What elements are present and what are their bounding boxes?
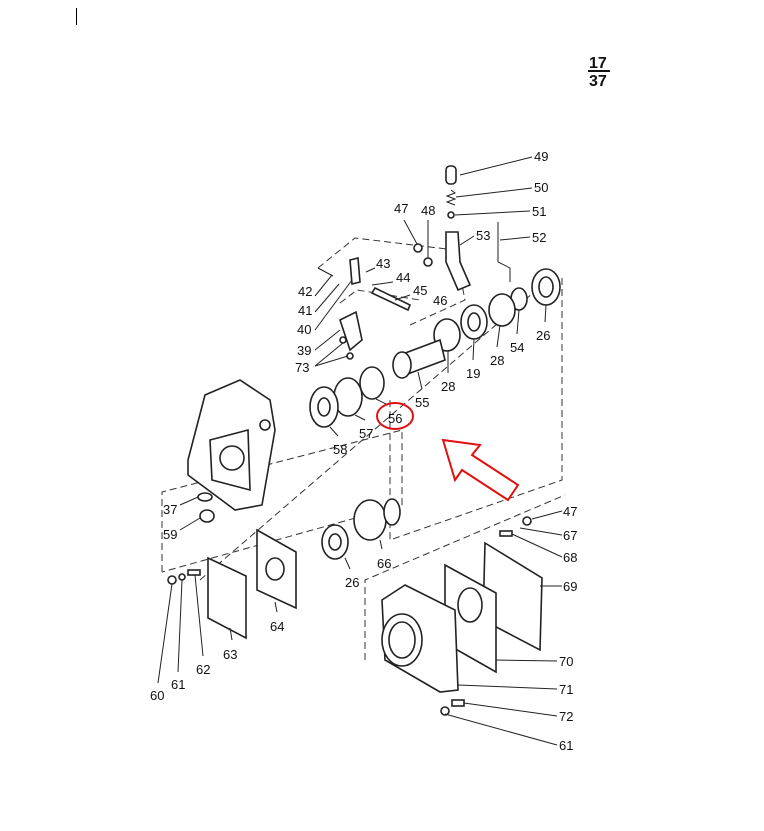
part-label: 41 — [298, 303, 312, 318]
part-label: 53 — [476, 228, 490, 243]
part-label: 45 — [413, 283, 427, 298]
part-label: 47 — [563, 504, 577, 519]
part-label: 61 — [171, 677, 185, 692]
part-label: 70 — [559, 654, 573, 669]
part-label: 49 — [534, 149, 548, 164]
part-label: 28 — [490, 353, 504, 368]
part-labels: 49 50 51 52 53 47 48 43 44 42 45 41 46 4… — [150, 149, 577, 753]
part-label: 55 — [415, 395, 429, 410]
part-label: 59 — [163, 527, 177, 542]
part-label: 19 — [466, 366, 480, 381]
gearbox-housing — [187, 379, 276, 511]
page-total: 37 — [589, 73, 607, 90]
page-number: 17 — [589, 55, 607, 72]
part-label: 68 — [563, 550, 577, 565]
part-label: 62 — [196, 662, 210, 677]
leader-lines — [157, 156, 563, 746]
part-label: 57 — [359, 426, 373, 441]
part-label: 67 — [563, 528, 577, 543]
part-label: 44 — [396, 270, 410, 285]
part-label: 64 — [270, 619, 284, 634]
part-label: 54 — [510, 340, 524, 355]
part-label: 46 — [433, 293, 447, 308]
part-label: 58 — [333, 442, 347, 457]
part-label: 28 — [441, 379, 455, 394]
lower-right-parts — [381, 516, 543, 716]
lower-left-parts — [167, 492, 401, 640]
part-label: 72 — [559, 709, 573, 724]
part-label: 69 — [563, 579, 577, 594]
part-label: 51 — [532, 204, 546, 219]
part-label: 63 — [223, 647, 237, 662]
part-label: 43 — [376, 256, 390, 271]
highlight-circle-56 — [376, 402, 414, 430]
part-label: 26 — [536, 328, 550, 343]
part-label: 47 — [394, 201, 408, 216]
part-label: 42 — [298, 284, 312, 299]
text-cursor — [76, 8, 77, 25]
part-label: 48 — [421, 203, 435, 218]
part-label: 71 — [559, 682, 573, 697]
part-label: 73 — [295, 360, 309, 375]
part-label: 37 — [163, 502, 177, 517]
part-label: 66 — [377, 556, 391, 571]
shaft-bearings-and-rings — [309, 268, 561, 428]
part-label: 60 — [150, 688, 164, 703]
part-label: 50 — [534, 180, 548, 195]
part-label-highlighted: 56 — [388, 411, 402, 426]
part-label: 26 — [345, 575, 359, 590]
upper-parts — [317, 165, 511, 360]
part-label: 61 — [559, 738, 573, 753]
part-label: 52 — [532, 230, 546, 245]
highlight-arrow — [441, 438, 520, 502]
part-label: 40 — [297, 322, 311, 337]
part-label: 39 — [297, 343, 311, 358]
